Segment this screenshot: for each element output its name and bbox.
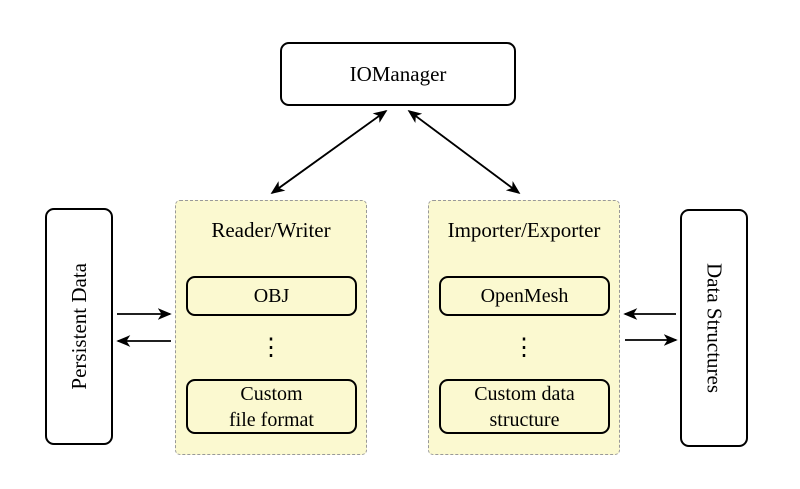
group-reader-writer-title: Reader/Writer bbox=[211, 218, 331, 242]
group-importer-exporter-title: Importer/Exporter bbox=[447, 218, 601, 242]
group-importer-exporter: Importer/Exporter OpenMesh ⋮ Custom data… bbox=[428, 200, 620, 455]
arrow-iomanager-importerexporter-up bbox=[407, 109, 520, 194]
arrow-iomanager-readerwriter-up bbox=[271, 109, 388, 194]
reader-writer-ellipsis: ⋮ bbox=[259, 334, 283, 361]
node-iomanager-label: IOManager bbox=[349, 61, 447, 86]
arrow-iomanager-readerwriter-down bbox=[270, 110, 387, 195]
group-reader-writer: Reader/Writer OBJ ⋮ Custom file format bbox=[175, 200, 367, 455]
node-obj-label: OBJ bbox=[253, 285, 290, 307]
node-persistent-data: Persistent Data bbox=[45, 208, 113, 445]
node-data-structures-label: Data Structures bbox=[702, 262, 727, 394]
node-obj: OBJ bbox=[186, 276, 357, 316]
node-custom-file-format: Custom file format bbox=[186, 379, 357, 434]
node-iomanager: IOManager bbox=[280, 42, 516, 106]
node-data-structures: Data Structures bbox=[680, 209, 748, 447]
node-persistent-data-label: Persistent Data bbox=[66, 263, 91, 390]
importer-exporter-ellipsis: ⋮ bbox=[512, 334, 536, 361]
node-openmesh-label: OpenMesh bbox=[480, 285, 569, 307]
node-openmesh: OpenMesh bbox=[439, 276, 610, 316]
arrow-iomanager-importerexporter-down bbox=[408, 110, 521, 195]
node-custom-data-structure: Custom data structure bbox=[439, 379, 610, 434]
